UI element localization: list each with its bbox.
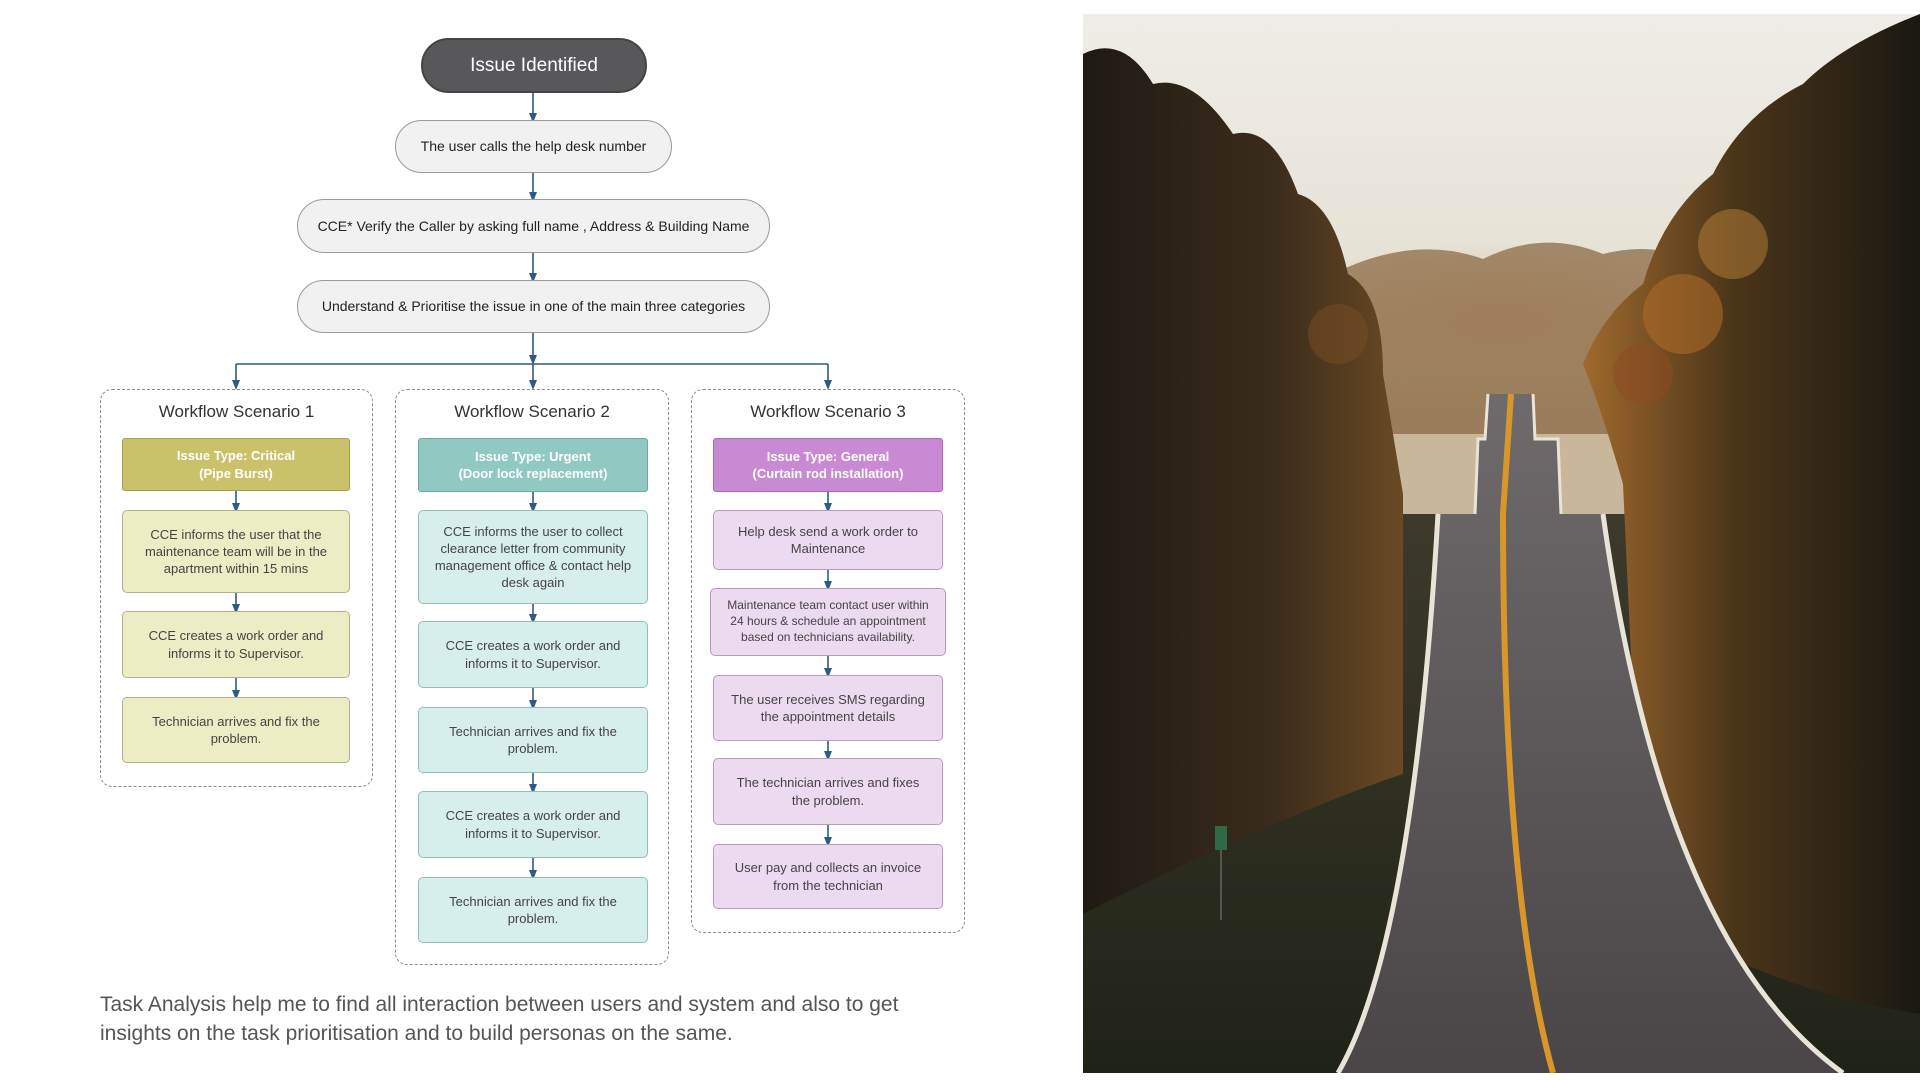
scenario-1-step-3: Technician arrives and fix the problem. (122, 697, 350, 763)
issue-example-label: (Door lock replacement) (458, 466, 608, 481)
workflow-scenario-1: Workflow Scenario 1 (100, 389, 373, 787)
scenario-1-issue-type: Issue Type: Critical (Pipe Burst) (122, 438, 350, 491)
workflow-scenario-3: Workflow Scenario 3 (691, 389, 965, 933)
issue-type-label: Issue Type: Critical (176, 448, 296, 464)
scenario-2-step-5: Technician arrives and fix the problem. (418, 877, 648, 943)
issue-example-label: (Curtain rod installation) (752, 466, 904, 481)
step-prioritise-issue: Understand & Prioritise the issue in one… (297, 280, 770, 333)
scenario-1-step-2: CCE creates a work order and informs it … (122, 611, 350, 678)
connector-lines (232, 93, 832, 880)
scenario-3-step-4: The technician arrives and fixes the pro… (713, 758, 943, 825)
scenario-1-step-1: CCE informs the user that the maintenanc… (122, 510, 350, 593)
start-node: Issue Identified (421, 38, 647, 93)
scenario-3-step-1: Help desk send a work order to Maintenan… (713, 510, 943, 570)
scenario-2-step-3: Technician arrives and fix the problem. (418, 707, 648, 773)
scenario-title: Workflow Scenario 2 (454, 402, 610, 421)
scenario-2-step-2: CCE creates a work order and informs it … (418, 621, 648, 688)
scenario-2-step-4: CCE creates a work order and informs it … (418, 791, 648, 858)
step-call-helpdesk: The user calls the help desk number (395, 120, 672, 173)
scenario-3-step-2: Maintenance team contact user within 24 … (710, 588, 946, 656)
scenario-title: Workflow Scenario 1 (158, 402, 315, 421)
workflow-scenario-2: Workflow Scenario 2 (395, 389, 669, 965)
scenario-2-step-1: CCE informs the user to collect clearanc… (418, 510, 648, 604)
issue-type-label: Issue Type: Urgent (474, 448, 592, 464)
road-photo (1083, 14, 1920, 1073)
scenario-3-step-3: The user receives SMS regarding the appo… (713, 675, 943, 741)
issue-type-label: Issue Type: General (766, 448, 890, 464)
scenario-title: Workflow Scenario 3 (750, 402, 906, 421)
footer-caption: Task Analysis help me to find all intera… (100, 993, 899, 1045)
scenario-3-step-5: User pay and collects an invoice from th… (713, 844, 943, 909)
road-illustration (1083, 14, 1920, 1073)
step-verify-caller: CCE* Verify the Caller by asking full na… (297, 199, 770, 253)
issue-example-label: (Pipe Burst) (199, 465, 273, 481)
scenario-2-issue-type: Issue Type: Urgent (Door lock replacemen… (418, 438, 648, 492)
scenario-3-issue-type: Issue Type: General (Curtain rod install… (713, 438, 943, 492)
